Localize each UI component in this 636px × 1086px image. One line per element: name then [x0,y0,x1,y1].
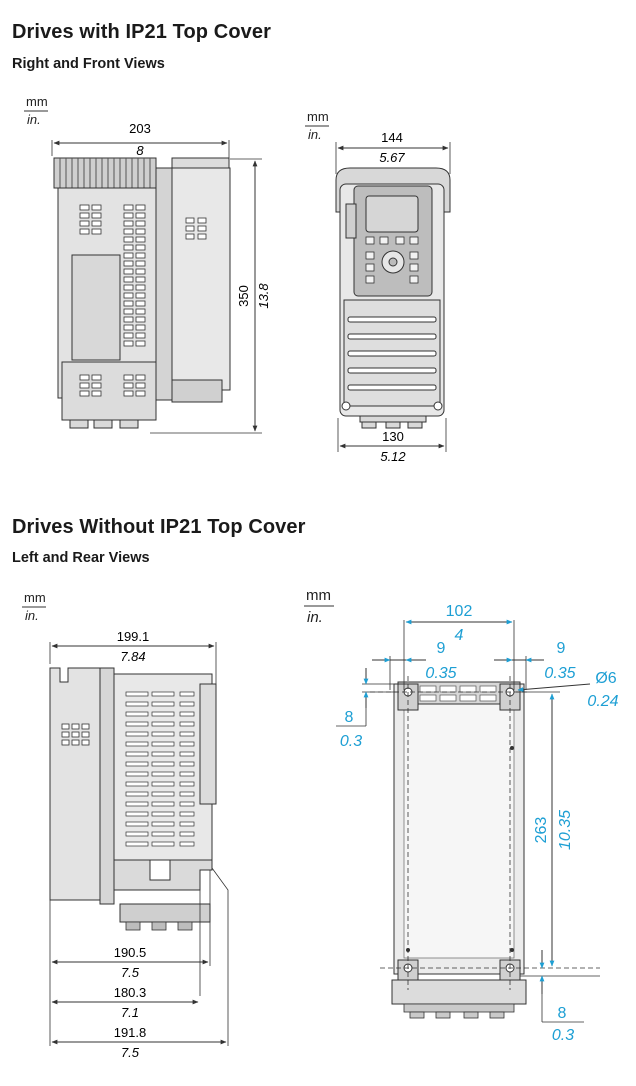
front-view-top-width-mm: 144 [381,130,403,145]
left-view-width-mm: 199.1 [117,629,150,644]
rear-view-right-offset-in: 0.35 [544,665,575,682]
right-view-drawing: mm in. 203 8 350 13.8 [24,94,271,434]
front-view-unit-in: in. [308,127,322,142]
front-view-unit-mm: mm [307,109,329,124]
rear-view-height-mm: 263 [533,817,550,844]
front-view-bottom-width-in: 5.12 [380,449,406,464]
rear-view-height-in: 10.35 [557,810,574,850]
rear-view-top-offset-in: 0.3 [340,733,362,750]
front-view-top-width-in: 5.67 [379,150,405,165]
right-view-unit-mm: mm [26,94,48,109]
right-view-height-mm: 350 [236,285,251,307]
left-view-dim3-in: 7.5 [121,1045,140,1060]
section2-title: Drives Without IP21 Top Cover [12,516,306,538]
rear-view-left-offset-mm: 9 [437,640,446,657]
rear-view-hole-dia-mm: Ø6 [595,670,616,687]
rear-view-width-mm: 102 [446,603,473,620]
rear-view-left-offset-in: 0.35 [425,665,456,682]
rear-view-top-offset-mm: 8 [345,709,354,726]
right-view-width-in: 8 [136,143,144,158]
rear-view-width-in: 4 [455,627,464,644]
rear-view-drawing: mm in. 10 [304,587,619,1044]
front-view-drawing: mm in. 144 5.67 [305,109,451,464]
rear-view-bottom-offset-in: 0.3 [552,1027,574,1044]
right-view-width-mm: 203 [129,121,151,136]
left-view-unit-in: in. [25,608,39,623]
left-view-dim1-in: 7.5 [121,965,140,980]
right-view-height-in: 13.8 [256,283,271,309]
rear-view-bottom-offset-mm: 8 [558,1005,567,1022]
left-view-dim2-mm: 180.3 [114,985,147,1000]
rear-view-hole-dia-in: 0.24 [587,693,618,710]
left-view-width-in: 7.84 [120,649,145,664]
rear-view-unit-mm: mm [306,587,331,604]
right-view-unit-in: in. [27,112,41,127]
left-view-dim1-mm: 190.5 [114,945,147,960]
rear-view-unit-in: in. [307,609,323,626]
left-view-dim3-mm: 191.8 [114,1025,147,1040]
front-view-bottom-width-mm: 130 [382,429,404,444]
left-view-unit-mm: mm [24,590,46,605]
section1-title: Drives with IP21 Top Cover [12,21,271,43]
rear-view-right-offset-mm: 9 [557,640,566,657]
left-view-dim2-in: 7.1 [121,1005,139,1020]
section2-subtitle: Left and Rear Views [12,550,150,566]
section1-subtitle: Right and Front Views [12,56,165,72]
left-view-drawing: mm in. 199.1 7.84 [22,590,229,1060]
